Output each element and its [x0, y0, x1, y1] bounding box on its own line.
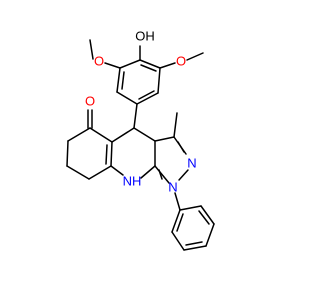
structure-canvas: OH O O O N N NH [66, 28, 215, 251]
bond [154, 136, 175, 142]
bond [205, 223, 215, 247]
bond [154, 165, 170, 184]
bond [116, 67, 121, 93]
bond [88, 165, 112, 180]
bond [179, 205, 202, 211]
bond [159, 62, 176, 69]
bond [158, 169, 163, 180]
bond [140, 64, 157, 72]
bond [133, 127, 156, 142]
bond [176, 213, 184, 232]
bond [105, 144, 108, 165]
bond [173, 112, 178, 138]
bond [66, 165, 90, 180]
molecule-structure: OH O O O N N NH [66, 29, 215, 251]
bond [139, 59, 161, 69]
bond [157, 67, 161, 94]
bond [89, 127, 113, 143]
bond [89, 39, 94, 60]
bond [177, 141, 185, 153]
bond [121, 71, 125, 90]
bond [178, 169, 189, 181]
bond [186, 52, 204, 61]
ketone-oxygen-label: O [85, 94, 95, 109]
bond-layer [66, 39, 215, 251]
atom-label-layer: OH O O O N N NH [85, 29, 197, 195]
bond [116, 91, 138, 105]
bond [138, 90, 155, 100]
bond [140, 165, 156, 179]
bond [171, 231, 185, 251]
bond [67, 127, 91, 142]
bond [66, 140, 69, 167]
bond [136, 92, 159, 105]
bond [104, 62, 121, 69]
bond [171, 209, 181, 233]
bond [133, 103, 138, 129]
bond [111, 127, 135, 143]
bond [119, 59, 141, 69]
hydroxyl-label: OH [135, 29, 155, 44]
bond [110, 141, 113, 167]
bond [183, 245, 207, 251]
pyrazole-n1-label: N [168, 180, 177, 195]
bond [110, 165, 124, 176]
bond [174, 192, 181, 211]
bond [200, 205, 215, 225]
amine-nh-label: NH [123, 174, 142, 189]
pyrazole-n2-label: N [187, 156, 196, 171]
bond [198, 210, 210, 225]
bond [185, 241, 203, 246]
methoxy-right-oxygen-label: O [176, 54, 186, 69]
methoxy-left-oxygen-label: O [94, 54, 104, 69]
